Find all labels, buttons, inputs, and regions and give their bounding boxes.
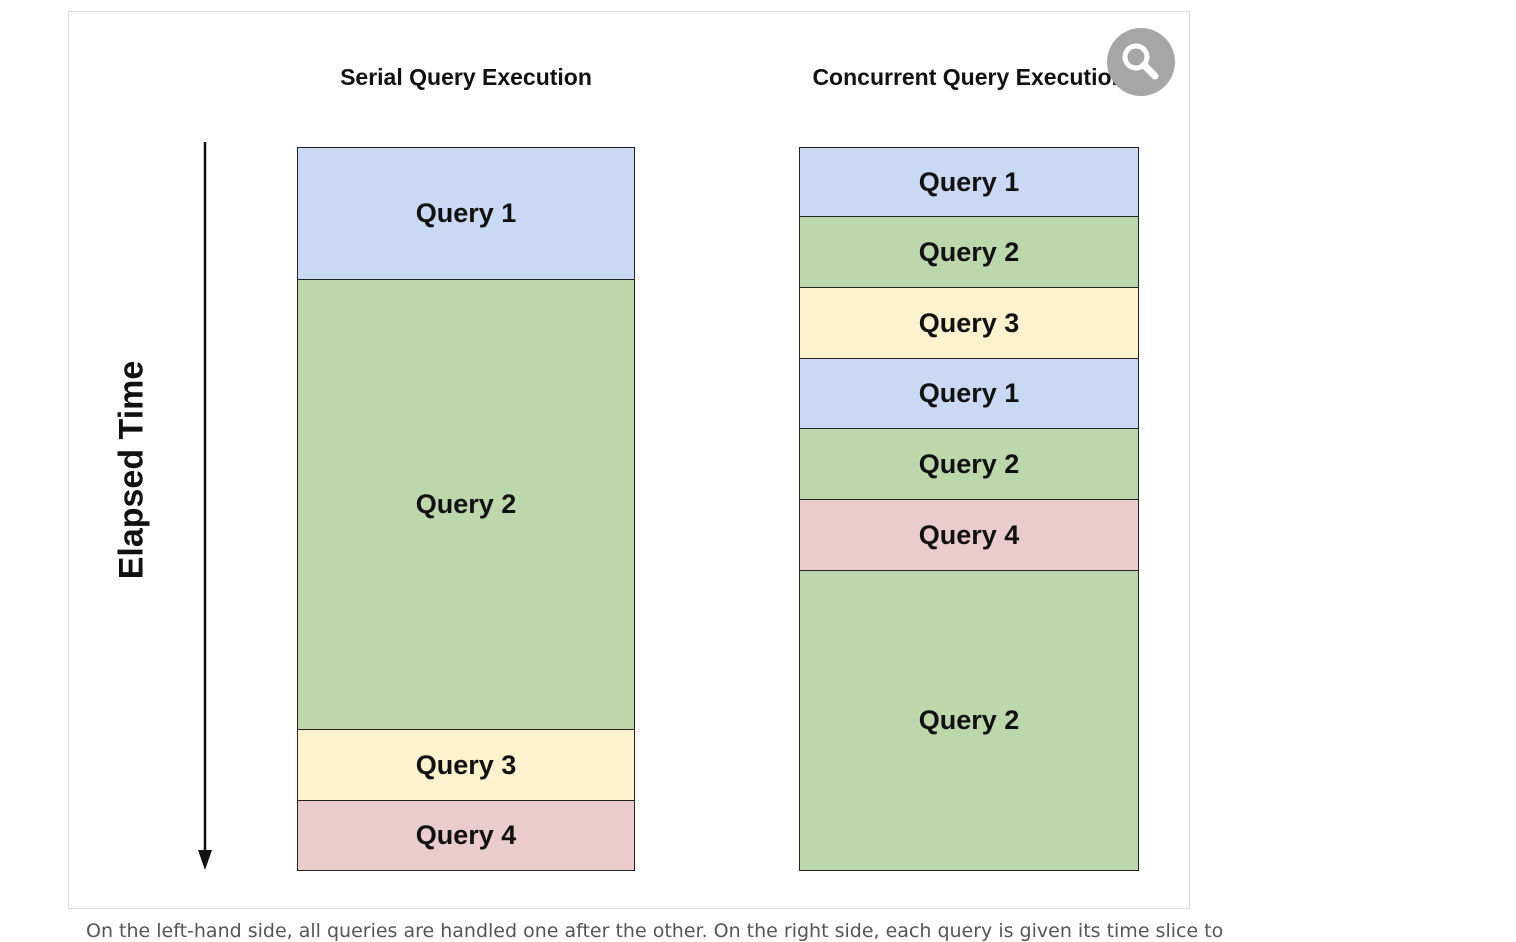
serial-stack: Query 1 Query 2 Query 3 Query 4 (297, 147, 635, 871)
magnifier-icon (1122, 43, 1159, 80)
serial-query-block: Query 2 (297, 279, 635, 730)
elapsed-time-label: Elapsed Time (112, 360, 151, 580)
concurrent-query-label: Query 2 (918, 236, 1020, 267)
concurrent-query-label: Query 4 (918, 519, 1020, 550)
concurrent-query-block: Query 4 (799, 499, 1139, 571)
concurrent-query-block: Query 1 (799, 147, 1139, 217)
concurrent-query-block: Query 2 (799, 570, 1139, 871)
serial-query-label: Query 2 (415, 489, 517, 519)
concurrent-query-label: Query 2 (918, 448, 1020, 479)
serial-query-block: Query 4 (297, 800, 635, 871)
concurrent-query-block: Query 1 (799, 358, 1139, 429)
concurrent-title: Concurrent Query Execution (812, 64, 1126, 90)
figure-caption: On the left-hand side, all queries are h… (86, 920, 1224, 942)
serial-query-label: Query 3 (415, 749, 517, 780)
figure-frame: Serial Query Execution Concurrent Query … (68, 11, 1190, 909)
serial-query-block: Query 1 (297, 147, 635, 280)
concurrent-query-label: Query 1 (918, 378, 1020, 408)
concurrent-query-label: Query 2 (918, 705, 1020, 735)
serial-query-label: Query 1 (415, 198, 517, 228)
zoom-button[interactable] (1107, 28, 1175, 96)
concurrent-stack: Query 1 Query 2 Query 3 Query 1 Query 2 Query… (799, 147, 1139, 871)
elapsed-time-arrow (198, 142, 212, 870)
concurrent-query-label: Query 1 (918, 166, 1020, 197)
concurrent-query-block: Query 3 (799, 287, 1139, 359)
concurrent-query-block: Query 2 (799, 428, 1139, 500)
concurrent-query-block: Query 2 (799, 216, 1139, 288)
concurrent-query-label: Query 3 (918, 307, 1020, 338)
serial-query-label: Query 4 (415, 820, 517, 850)
serial-title: Serial Query Execution (340, 64, 592, 90)
serial-query-block: Query 3 (297, 729, 635, 801)
